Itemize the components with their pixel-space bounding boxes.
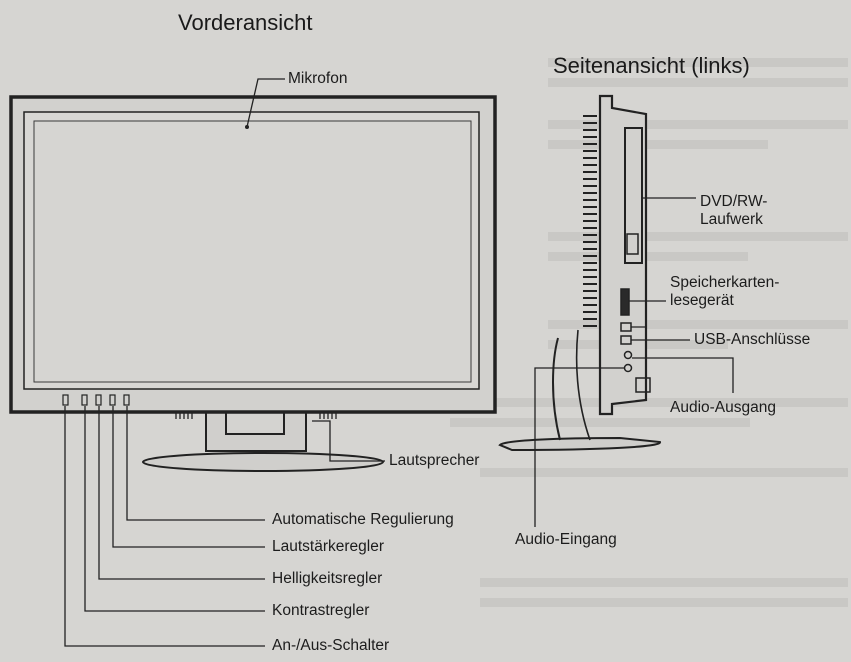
label-brightness: Helligkeitsregler bbox=[272, 570, 383, 587]
front-leader-lines bbox=[64, 78, 385, 647]
card-reader bbox=[620, 288, 630, 316]
side-vent bbox=[583, 115, 597, 327]
monitor-front bbox=[9, 95, 497, 472]
audio-jack-1 bbox=[623, 350, 633, 360]
side-body bbox=[598, 94, 648, 416]
label-dvd-line2: Laufwerk bbox=[700, 211, 763, 228]
label-microphone: Mikrofon bbox=[288, 70, 348, 87]
dvd-drive bbox=[624, 127, 643, 264]
monitor-side bbox=[498, 94, 662, 452]
front-view-heading: Vorderansicht bbox=[178, 10, 313, 35]
label-audio-out: Audio-Ausgang bbox=[670, 399, 776, 416]
label-usb: USB-Anschlüsse bbox=[694, 331, 811, 348]
speaker-grilles bbox=[175, 411, 337, 419]
label-speaker: Lautsprecher bbox=[389, 452, 480, 469]
front-buttons bbox=[62, 394, 130, 406]
side-base bbox=[498, 436, 662, 452]
label-auto-adjust: Automatische Regulierung bbox=[272, 511, 454, 528]
label-contrast: Kontrastregler bbox=[272, 602, 370, 619]
label-card-line2: lesegerät bbox=[670, 292, 734, 309]
label-volume: Lautstärkeregler bbox=[272, 538, 385, 555]
stand-base bbox=[142, 452, 384, 472]
label-card-line1: Speicherkarten- bbox=[670, 274, 780, 291]
audio-jack-2 bbox=[623, 363, 633, 373]
label-power: An-/Aus-Schalter bbox=[272, 637, 390, 654]
side-leader-lines bbox=[534, 197, 734, 527]
label-dvd-line1: DVD/RW- bbox=[700, 193, 768, 210]
label-audio-in: Audio-Eingang bbox=[515, 531, 617, 548]
side-view-heading: Seitenansicht (links) bbox=[553, 53, 750, 78]
